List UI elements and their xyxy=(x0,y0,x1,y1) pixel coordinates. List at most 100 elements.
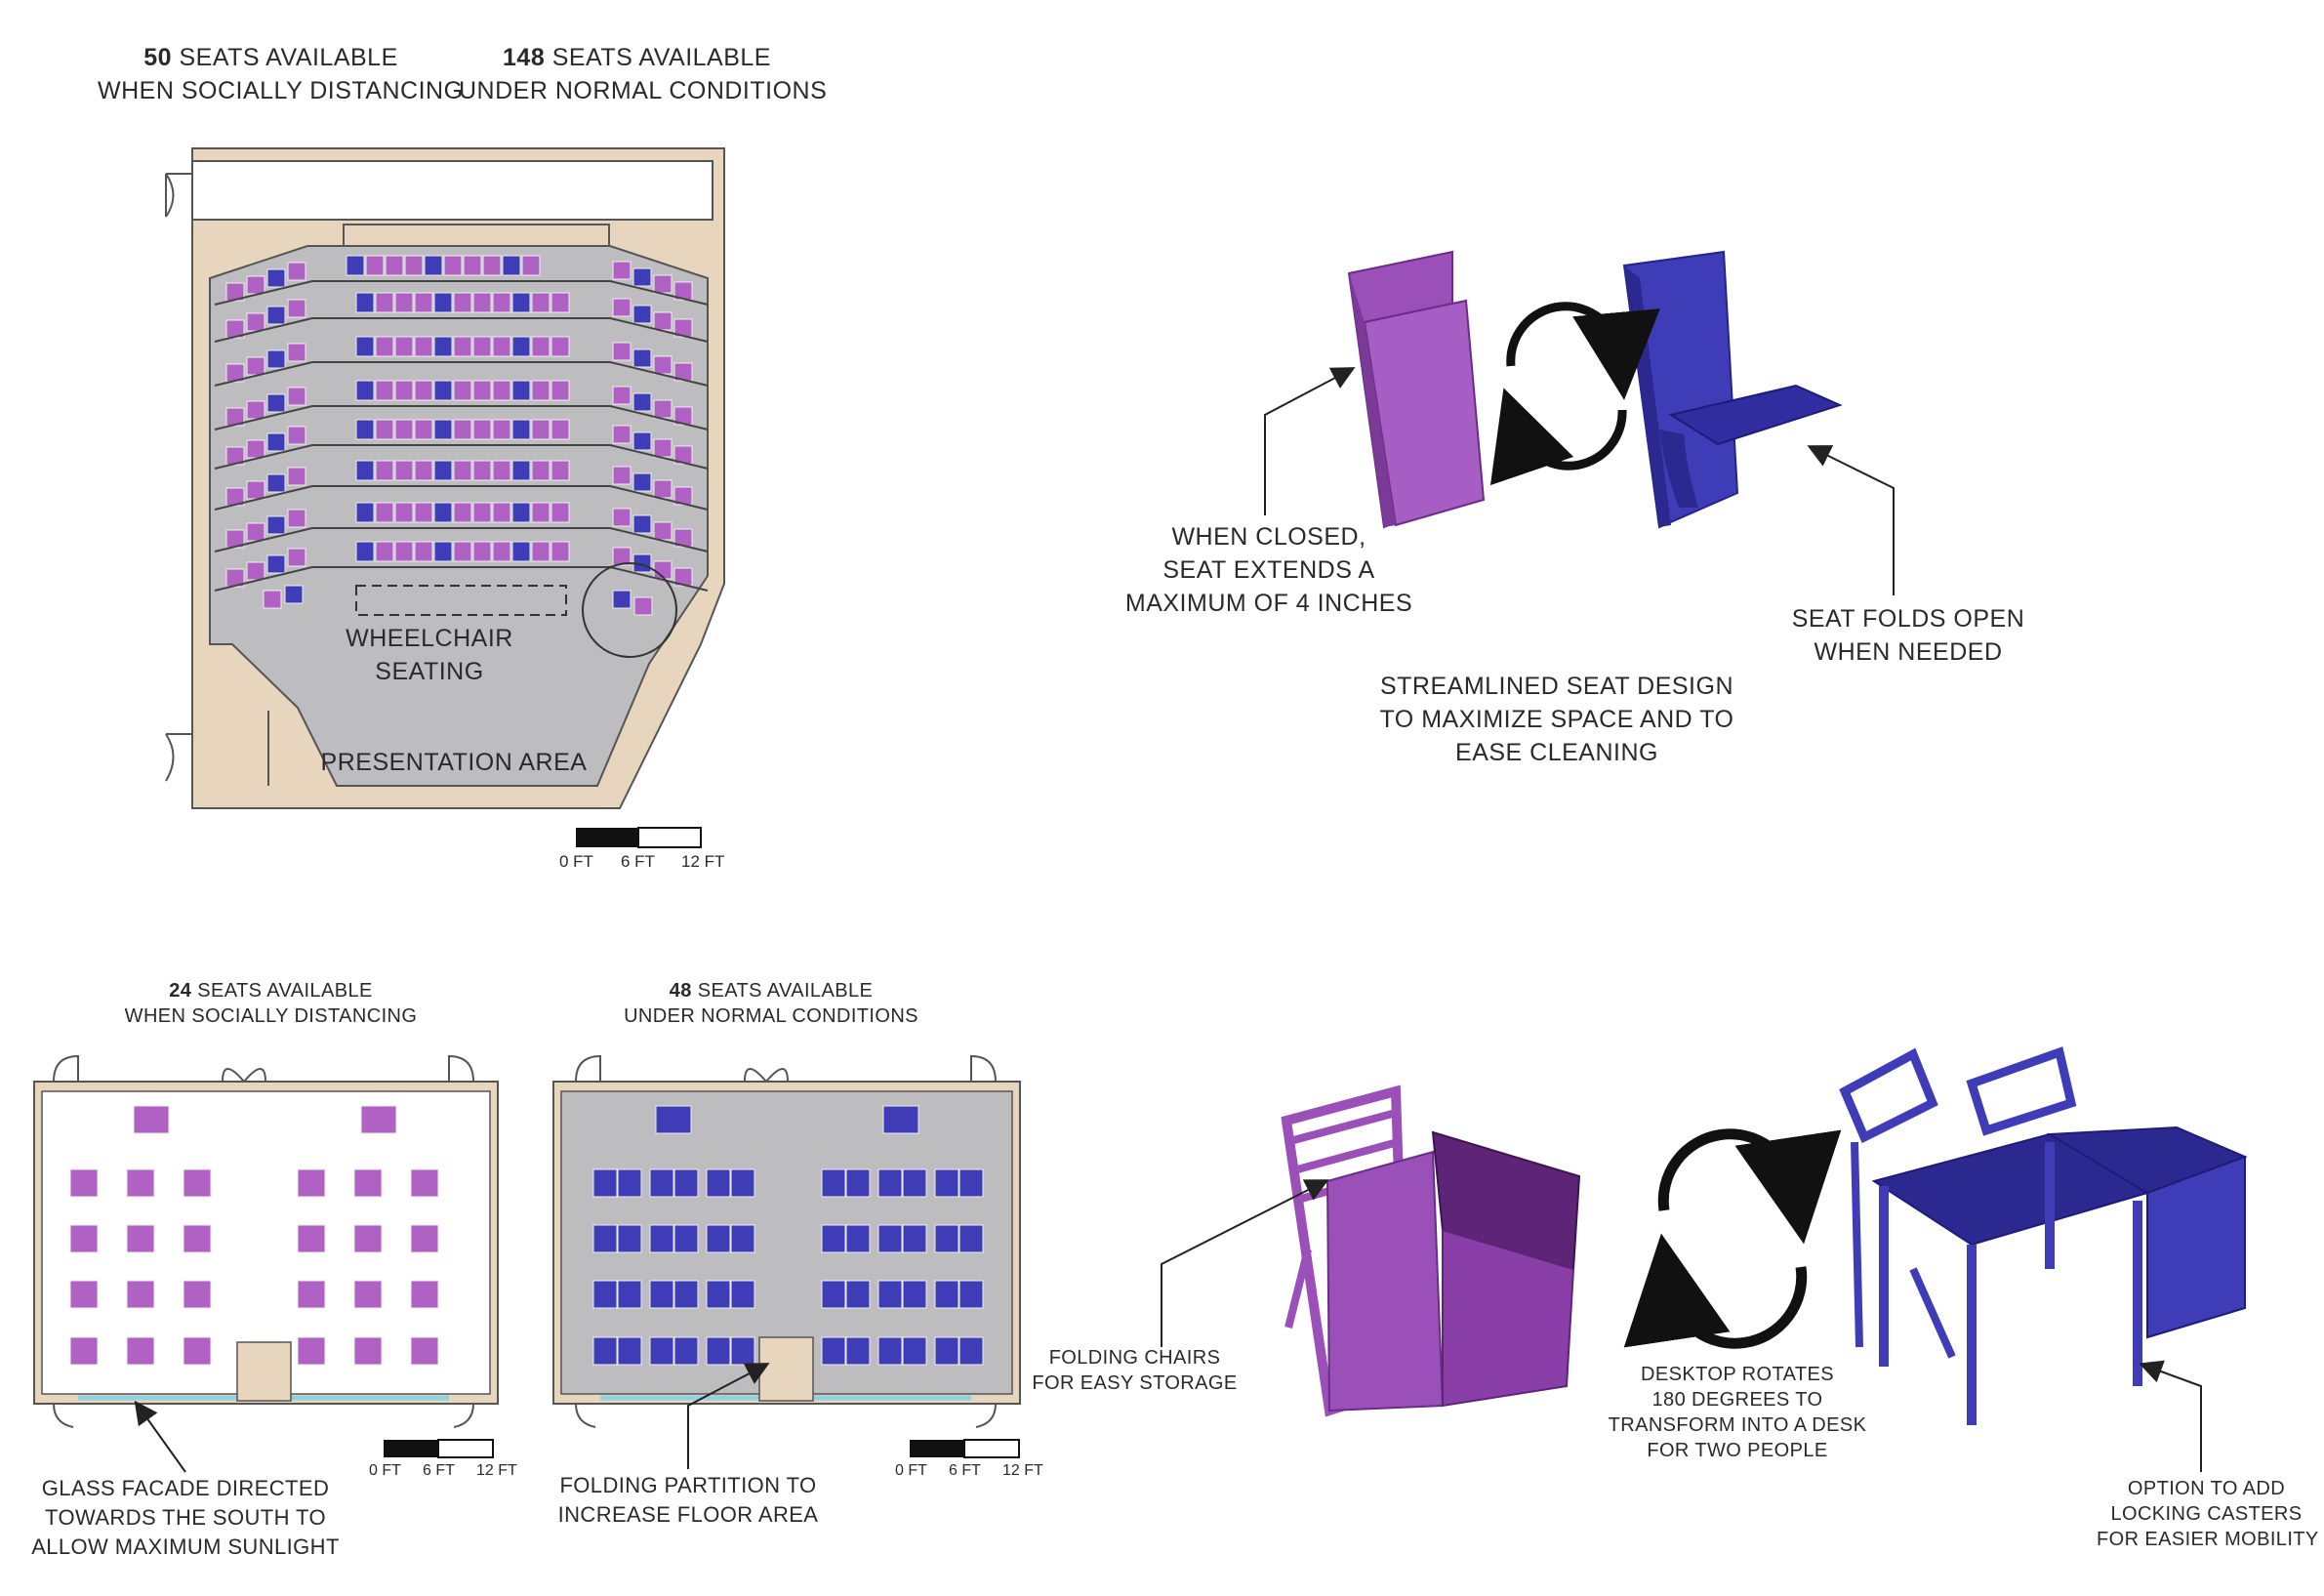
classroom-seat xyxy=(706,1336,731,1366)
wheelchair-area xyxy=(355,585,567,616)
class1-scale-6: 6 FT xyxy=(423,1462,455,1479)
auditorium-seat xyxy=(453,502,472,523)
classroom-seat xyxy=(877,1280,903,1309)
classroom-seat xyxy=(353,1224,383,1253)
auditorium-seat xyxy=(225,568,245,588)
auditorium-seat xyxy=(375,419,394,440)
classroom-seat xyxy=(673,1280,699,1309)
auditorium-seat xyxy=(263,590,282,609)
classroom-seat xyxy=(958,1224,984,1253)
auditorium-seat xyxy=(287,262,306,281)
auditorium-seat xyxy=(612,261,632,280)
auditorium-seat xyxy=(414,460,433,481)
classroom-seat xyxy=(617,1336,642,1366)
classroom-seat xyxy=(353,1336,383,1366)
auditorium-seat xyxy=(632,472,652,492)
auditorium-seat xyxy=(355,541,375,562)
leader-open xyxy=(1807,445,1895,595)
cycle-arrow-desk-top xyxy=(1657,1128,1842,1245)
auditorium-seat xyxy=(414,380,433,401)
auditorium-seat xyxy=(511,502,531,523)
folding-seat-open xyxy=(1622,250,1843,529)
auditorium-seat xyxy=(246,561,265,581)
auditorium-seat xyxy=(375,502,394,523)
class1-scale-0: 0 FT xyxy=(369,1462,401,1479)
classroom-seat xyxy=(730,1280,755,1309)
leader-folding xyxy=(1161,1179,1329,1347)
auditorium-seat xyxy=(246,400,265,420)
classroom-seat xyxy=(706,1168,731,1198)
classroom-seat xyxy=(69,1280,99,1309)
auditorium-seat xyxy=(632,348,652,368)
auditorium-row-step xyxy=(214,444,709,470)
auditorium-seat xyxy=(414,292,433,313)
auditorium-seat xyxy=(550,419,570,440)
aud-scale-0: 0 FT xyxy=(559,852,593,871)
auditorium-seat xyxy=(472,502,492,523)
auditorium-seat xyxy=(632,431,652,451)
classroom-seat xyxy=(649,1168,674,1198)
auditorium-seat xyxy=(492,502,511,523)
classroom-seat xyxy=(183,1280,212,1309)
open-seat-note: SEAT FOLDS OPEN WHEN NEEDED xyxy=(1791,605,2025,666)
auditorium-seat xyxy=(355,419,375,440)
door-swing-bottom xyxy=(165,733,192,782)
classroom-seat xyxy=(297,1224,326,1253)
class2-scale-12: 12 FT xyxy=(1002,1462,1043,1479)
auditorium-seat xyxy=(225,446,245,466)
auditorium-seat xyxy=(287,467,306,486)
classroom-seat xyxy=(877,1168,903,1198)
auditorium-seat xyxy=(531,292,550,313)
classroom-seat xyxy=(126,1280,155,1309)
auditorium-seat xyxy=(433,292,453,313)
auditorium-seat xyxy=(433,419,453,440)
auditorium-row-step xyxy=(214,566,709,592)
auditorium-seat xyxy=(472,292,492,313)
auditorium-seat xyxy=(511,419,531,440)
auditorium-seat xyxy=(472,419,492,440)
classroom-seat xyxy=(649,1224,674,1253)
classroom-seat xyxy=(845,1336,871,1366)
auditorium-seat xyxy=(394,380,414,401)
auditorium-seat xyxy=(550,336,570,357)
partition-note: FOLDING PARTITION TO INCREASE FLOOR AREA xyxy=(557,1473,819,1527)
leader-partition xyxy=(687,1363,770,1469)
auditorium-seat xyxy=(453,292,472,313)
auditorium-seat xyxy=(612,547,632,566)
auditorium-seat xyxy=(550,502,570,523)
auditorium-seat xyxy=(355,380,375,401)
classroom-seat xyxy=(673,1336,699,1366)
classroom-seat xyxy=(592,1224,618,1253)
auditorium-seat xyxy=(632,392,652,412)
auditorium-seat xyxy=(612,386,632,405)
auditorium-row-step xyxy=(214,527,709,552)
auditorium-seat xyxy=(472,336,492,357)
auditorium-seat xyxy=(453,380,472,401)
auditorium-seat xyxy=(632,514,652,534)
classroom-seat xyxy=(845,1280,871,1309)
auditorium-seat xyxy=(653,311,673,331)
classroom-seat xyxy=(845,1168,871,1198)
open-desk xyxy=(1839,1046,2248,1425)
auditorium-seat xyxy=(375,380,394,401)
auditorium-row-step xyxy=(214,280,709,306)
auditorium-seat xyxy=(394,292,414,313)
auditorium-seat xyxy=(612,508,632,527)
classroom-desk xyxy=(882,1105,919,1134)
classroom-seat xyxy=(297,1336,326,1366)
auditorium-seat xyxy=(492,541,511,562)
classroom-seat xyxy=(934,1224,959,1253)
auditorium-seat xyxy=(433,380,453,401)
auditorium-seat xyxy=(266,393,286,413)
classroom-seat xyxy=(934,1336,959,1366)
auditorium-seat xyxy=(550,380,570,401)
classroom-seat xyxy=(410,1168,439,1198)
classroom-seat xyxy=(730,1336,755,1366)
auditorium-seat xyxy=(492,292,511,313)
auditorium-row-step xyxy=(214,405,709,430)
auditorium-seat xyxy=(550,541,570,562)
cycle-arrow-top xyxy=(1506,302,1660,400)
auditorium-seat xyxy=(632,267,652,287)
auditorium-seat xyxy=(375,541,394,562)
